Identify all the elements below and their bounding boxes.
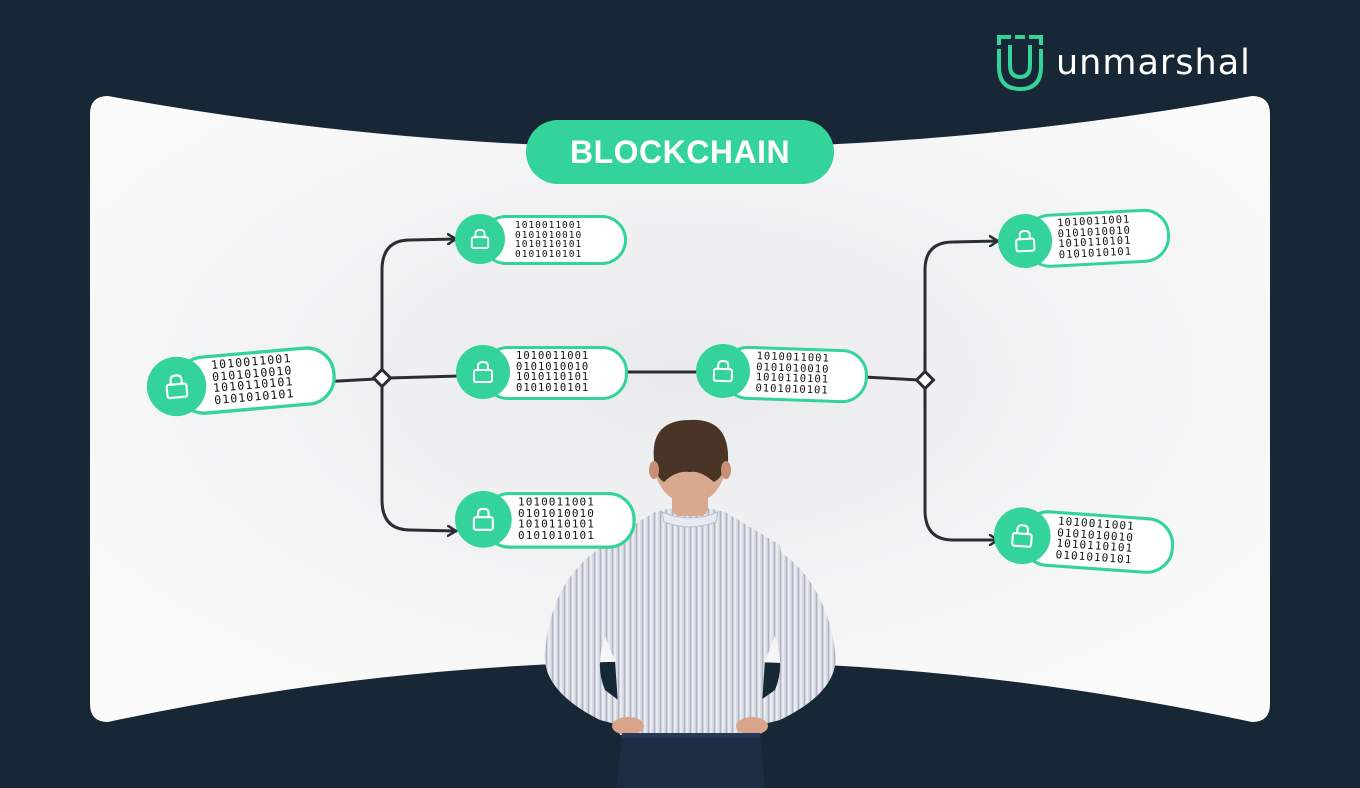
ear-right [721, 461, 731, 479]
brand-name: unmarshal [1056, 43, 1251, 83]
lock-icon [455, 214, 505, 264]
block-bits: 1010011001 0101010010 1010110101 0101010… [211, 351, 325, 407]
bit-row: 1010011001 [518, 496, 595, 509]
belt-line [622, 733, 760, 738]
bit-row: 0101010010 [518, 507, 595, 520]
bit-row: 1010110101 [516, 371, 590, 383]
block-node-branch-bottom: 1010011001 0101010010 1010110101 0101010… [455, 490, 636, 549]
bit-row: 1010110101 [518, 518, 595, 531]
connector-split2-to-top [923, 241, 1000, 376]
jeans [617, 733, 765, 788]
connector-split-to-top [380, 239, 458, 374]
page-title: BLOCKCHAIN [526, 120, 834, 184]
block-node-branch-middle: 1010011001 0101010010 1010110101 0101010… [456, 345, 628, 400]
connector-split2-to-bottom [923, 385, 1000, 540]
u-bracket-logo-icon [997, 35, 1043, 91]
connector-split-to-middle [386, 374, 462, 380]
bit-row: 0101010101 [518, 529, 595, 542]
hair [653, 419, 729, 482]
collar [661, 511, 719, 528]
lock-icon [695, 343, 751, 399]
bit-row: 0101010101 [516, 381, 590, 394]
block-bits: 1010011001 0101010010 1010110101 0101010… [1057, 213, 1159, 261]
block-bits: 1010011001 0101010010 1010110101 0101010… [755, 350, 856, 396]
block-node-branch-top: 1010011001 0101010010 1010110101 0101010… [455, 214, 627, 267]
block-node-right-top: 1010011001 0101010010 1010110101 0101010… [996, 207, 1172, 270]
ear-left [649, 461, 659, 479]
bit-row: 0101010101 [515, 248, 583, 260]
block-bits: 1010011001 0101010010 1010110101 0101010… [515, 221, 615, 259]
bit-row: 1010110101 [515, 239, 583, 250]
lock-icon [456, 345, 510, 399]
connectors [318, 239, 1000, 540]
split-diamond-left [371, 367, 393, 389]
shirt-torso [597, 507, 783, 735]
block-node-root: 1010011001 0101010010 1010110101 0101010… [144, 344, 339, 419]
left-arm [544, 548, 634, 728]
block-bits: 1010011001 0101010010 1010110101 0101010… [516, 351, 616, 393]
person-back-view [544, 419, 836, 788]
block-node-right-bottom: 1010011001 0101010010 1010110101 0101010… [991, 505, 1177, 576]
lock-icon [991, 505, 1053, 567]
lock-icon [144, 354, 209, 419]
bit-row: 0101010010 [516, 360, 590, 373]
block-bits: 1010011001 0101010010 1010110101 0101010… [518, 497, 623, 541]
bit-row: 1010011001 [515, 220, 583, 231]
block-bits: 1010011001 0101010010 1010110101 0101010… [1055, 515, 1163, 567]
lock-icon [996, 212, 1054, 270]
connector-split-to-bottom [380, 383, 458, 531]
bit-row: 0101010010 [515, 229, 583, 241]
brand: unmarshal [996, 34, 1251, 92]
right-arm [744, 548, 836, 728]
connector-next-to-split [862, 375, 921, 382]
right-hand [736, 717, 768, 735]
lock-icon [455, 490, 512, 548]
left-hand [612, 717, 644, 735]
block-node-chain-next: 1010011001 0101010010 1010110101 0101010… [695, 343, 869, 405]
split-diamond-right [914, 369, 936, 391]
block-body [481, 215, 627, 265]
bit-row: 1010011001 [516, 350, 590, 362]
